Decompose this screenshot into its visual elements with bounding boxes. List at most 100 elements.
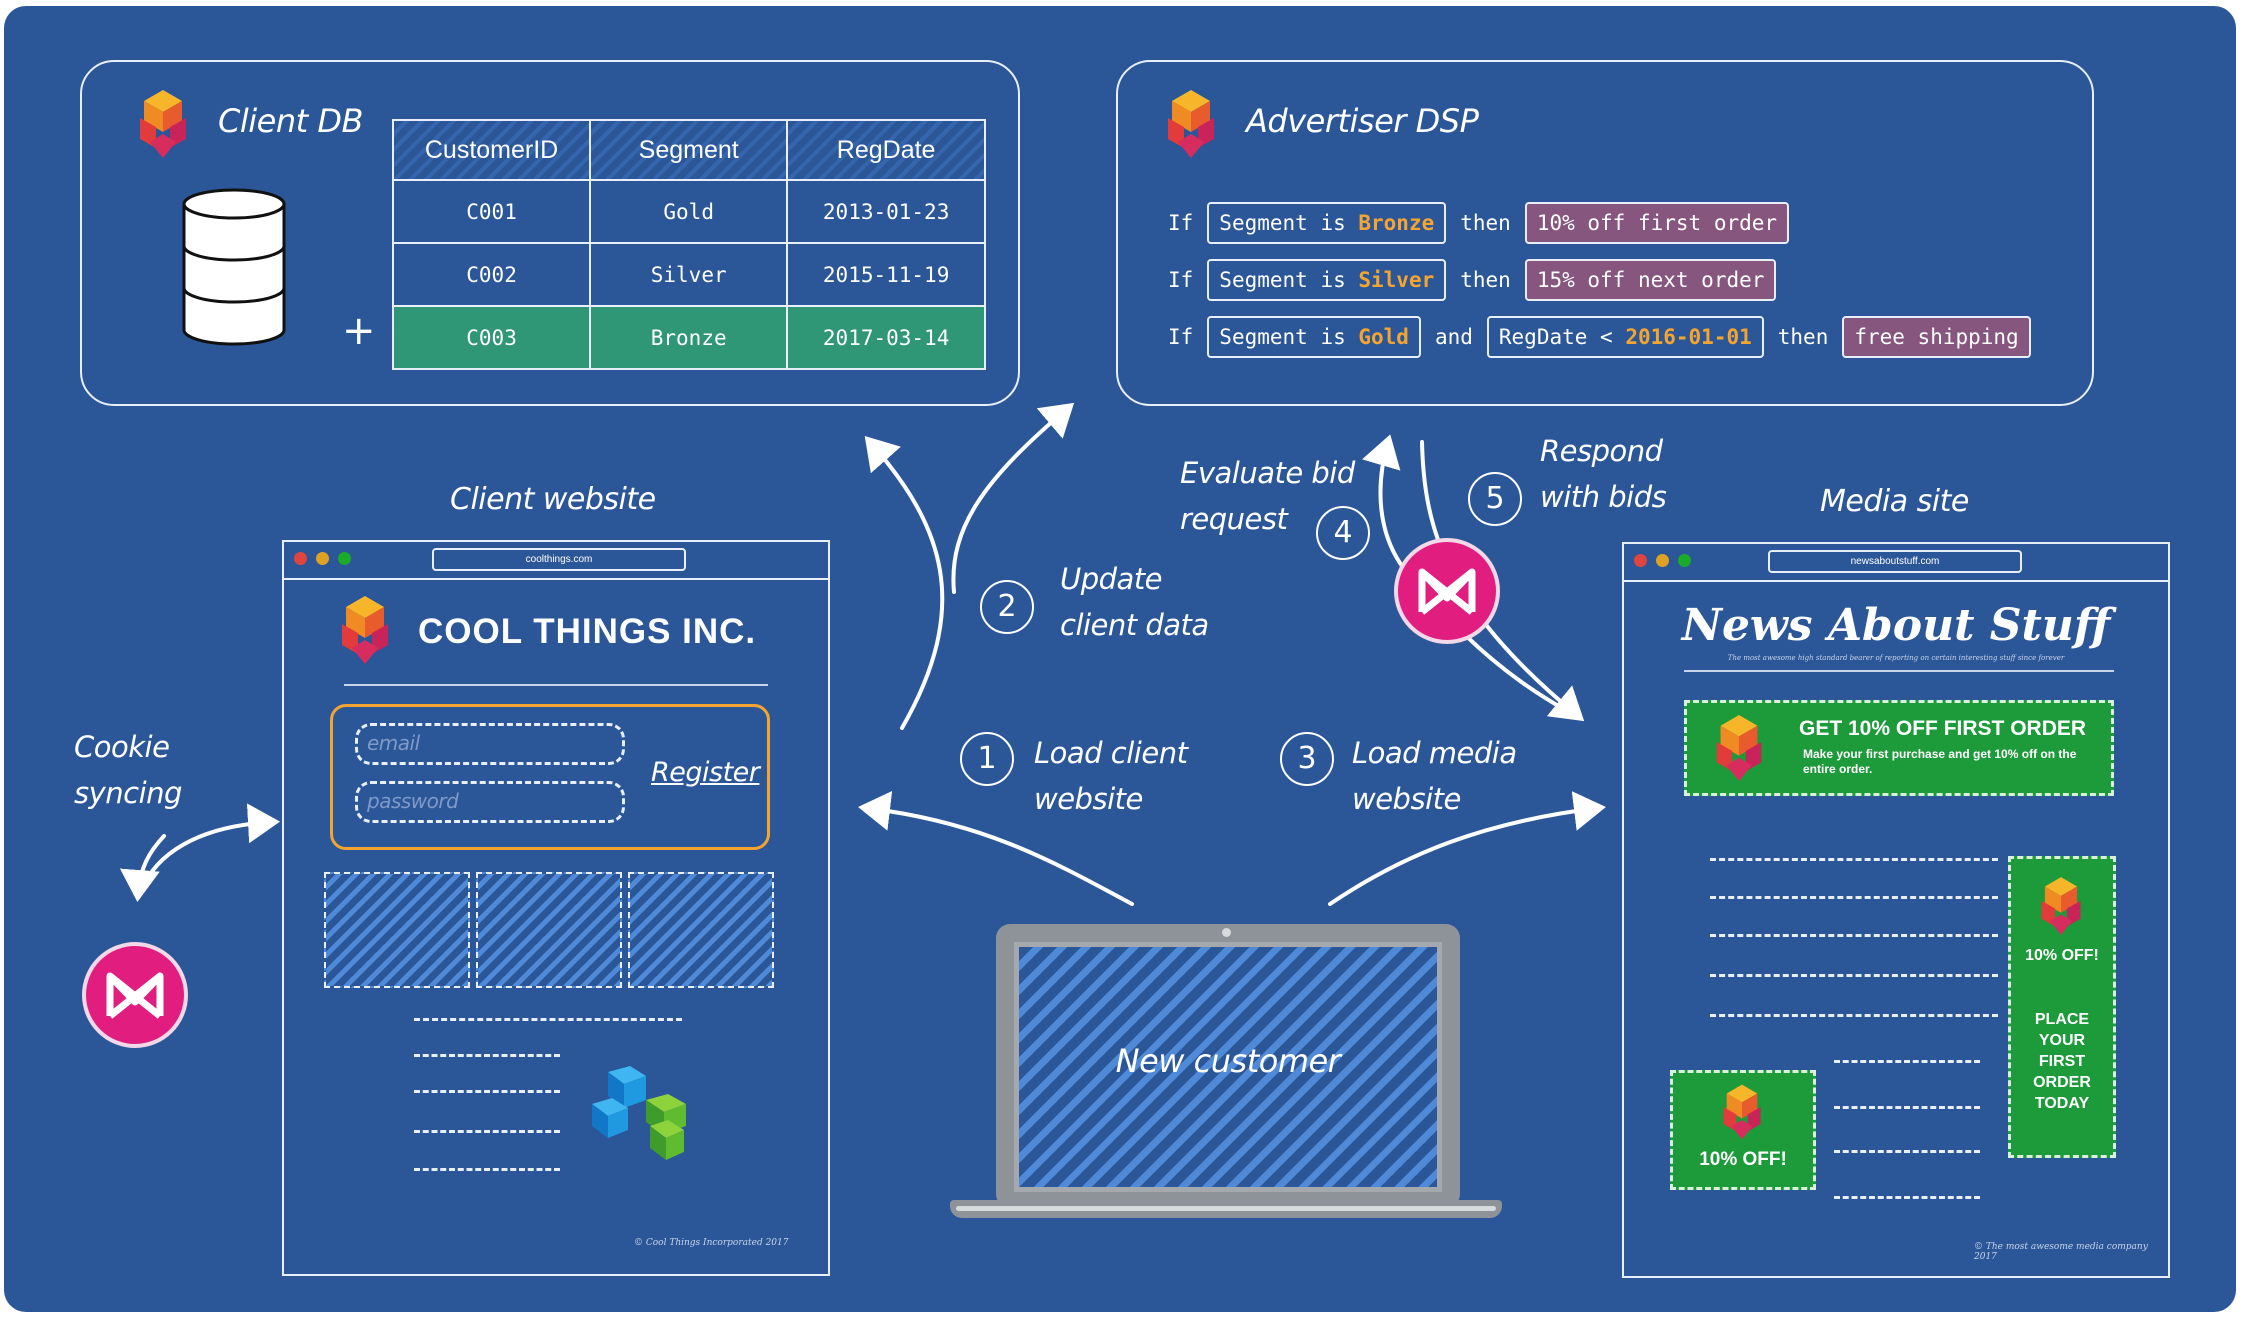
arrow-cookie-sync xyxy=(138,803,280,896)
maximize-dot-icon[interactable] xyxy=(338,552,351,565)
table-row: C001 Gold 2013-01-23 xyxy=(391,179,986,244)
rule-condition: Segment is Silver xyxy=(1207,259,1447,301)
column-header-regdate: RegDate xyxy=(786,119,986,181)
table-cell: Silver xyxy=(589,242,789,307)
table-cell: 2013-01-23 xyxy=(786,179,986,244)
condition-value: 2016-01-01 xyxy=(1625,325,1752,349)
client-db-logo-icon xyxy=(140,90,186,158)
text-line xyxy=(414,1090,560,1093)
step-label-line1: Evaluate bid xyxy=(1180,456,1355,490)
laptop-screen xyxy=(1014,942,1442,1192)
banner-text: Make your first purchase and get 10% off… xyxy=(1803,747,2077,776)
image-placeholder xyxy=(476,872,622,988)
text-line xyxy=(1834,1060,1980,1063)
minimize-dot-icon[interactable] xyxy=(316,552,329,565)
login-form: email password Register xyxy=(330,704,770,850)
password-input[interactable] xyxy=(355,781,625,823)
media-footer: © The most awesome media company 2017 xyxy=(1974,1242,2148,1262)
close-dot-icon[interactable] xyxy=(294,552,307,565)
condition-text: RegDate < xyxy=(1498,325,1626,349)
arrow-cookie-sync-back xyxy=(119,834,166,902)
browser-titlebar: newsaboutstuff.com xyxy=(1624,544,2168,582)
client-table: CustomerID Segment RegDate C001 Gold 201… xyxy=(391,119,986,370)
condition-value: Gold xyxy=(1358,325,1409,349)
table-row-highlighted: C003 Bronze 2017-03-14 xyxy=(391,305,986,370)
table-cell: C003 xyxy=(391,305,592,370)
masthead-tagline: The most awesome high standard bearer of… xyxy=(1727,654,2065,662)
register-link[interactable]: Register xyxy=(651,757,760,788)
masthead: News About Stuff xyxy=(1681,600,2111,651)
step-label-line2: request xyxy=(1180,502,1288,536)
step-label-line1: Update xyxy=(1060,562,1163,596)
m-logo-icon xyxy=(106,972,164,1019)
database-icon xyxy=(182,188,286,346)
laptop-base-edge xyxy=(956,1206,1496,1211)
address-bar[interactable]: newsaboutstuff.com xyxy=(1768,550,2022,573)
image-placeholder xyxy=(628,872,774,988)
ad-logo-icon xyxy=(1723,1084,1761,1140)
advertiser-dsp-title: Advertiser DSP xyxy=(1246,102,1479,140)
maximize-dot-icon[interactable] xyxy=(1678,554,1691,567)
client-website-label: Client website xyxy=(450,482,656,517)
laptop: New customer xyxy=(996,924,1460,1208)
text-line xyxy=(1834,1196,1980,1199)
small-ad[interactable]: 10% OFF! xyxy=(1670,1070,1816,1190)
arrow-update-to-dsp xyxy=(951,402,1075,594)
address-bar[interactable]: coolthings.com xyxy=(432,548,686,571)
rule-and: and xyxy=(1434,325,1473,349)
cookie-syncing-line1: Cookie xyxy=(74,730,170,764)
ad-logo-icon xyxy=(2041,877,2081,935)
condition-text: Segment is xyxy=(1219,268,1359,292)
text-line xyxy=(1710,1014,1998,1017)
rule-row-bronze: If Segment is Bronze then 10% off first … xyxy=(1168,202,1790,244)
client-db-title: Client DB xyxy=(218,102,363,140)
client-db-panel xyxy=(80,60,1020,406)
client-footer: © Cool Things Incorporated 2017 xyxy=(634,1238,789,1248)
table-cell: 2017-03-14 xyxy=(786,305,986,370)
arrow-load-client xyxy=(858,790,1134,906)
rule-then: then xyxy=(1460,268,1511,292)
product-cubes-icon xyxy=(592,1066,686,1160)
browser-titlebar: coolthings.com xyxy=(284,542,828,580)
step-label-line1: Respond xyxy=(1540,434,1663,468)
step-label-line2: client data xyxy=(1060,608,1209,642)
table-header-row: CustomerID Segment RegDate xyxy=(391,119,986,181)
text-line xyxy=(414,1054,560,1057)
text-line xyxy=(1710,896,1998,899)
rule-date-condition: RegDate < 2016-01-01 xyxy=(1486,316,1764,358)
password-placeholder: password xyxy=(367,789,459,813)
step-number-badge: 4 xyxy=(1316,506,1370,560)
table-cell: C001 xyxy=(391,179,592,244)
condition-text: Segment is xyxy=(1219,325,1359,349)
media-site-window: newsaboutstuff.com News About Stuff The … xyxy=(1622,542,2170,1278)
m-logo-icon xyxy=(1418,568,1476,615)
laptop-base xyxy=(950,1200,1502,1218)
rule-if: If xyxy=(1168,211,1194,235)
arrow-update-to-client-db xyxy=(864,435,945,730)
cookie-syncing-line2: syncing xyxy=(74,776,182,810)
email-placeholder: email xyxy=(367,731,420,755)
flow-arrows xyxy=(119,402,1606,906)
header-divider xyxy=(1684,670,2114,672)
step-number-badge: 5 xyxy=(1468,472,1522,526)
email-input[interactable] xyxy=(355,723,625,765)
minimize-dot-icon[interactable] xyxy=(1656,554,1669,567)
ad-logo-icon xyxy=(1716,715,1762,781)
rule-row-gold: If Segment is Gold and RegDate < 2016-01… xyxy=(1168,316,2031,358)
rule-offer: free shipping xyxy=(1842,316,2031,358)
brand-name: COOL THINGS INC. xyxy=(418,612,757,651)
rule-row-silver: If Segment is Silver then 15% off next o… xyxy=(1168,259,1777,301)
text-line xyxy=(1834,1150,1980,1153)
close-dot-icon[interactable] xyxy=(1634,554,1647,567)
condition-value: Silver xyxy=(1358,268,1435,292)
text-line xyxy=(1710,858,1998,861)
top-banner-ad[interactable]: GET 10% OFF FIRST ORDER Make your first … xyxy=(1684,700,2114,796)
table-cell: Gold xyxy=(589,179,789,244)
banner-title: GET 10% OFF FIRST ORDER xyxy=(1799,717,2087,740)
rule-condition: Segment is Gold xyxy=(1207,316,1421,358)
condition-value: Bronze xyxy=(1358,211,1435,235)
side-ad[interactable]: 10% OFF! PLACE YOUR FIRST ORDER TODAY xyxy=(2008,856,2116,1158)
step-number-badge: 2 xyxy=(980,580,1034,634)
table-row: C002 Silver 2015-11-19 xyxy=(391,242,986,307)
step-label-line1: Load client xyxy=(1034,736,1188,770)
